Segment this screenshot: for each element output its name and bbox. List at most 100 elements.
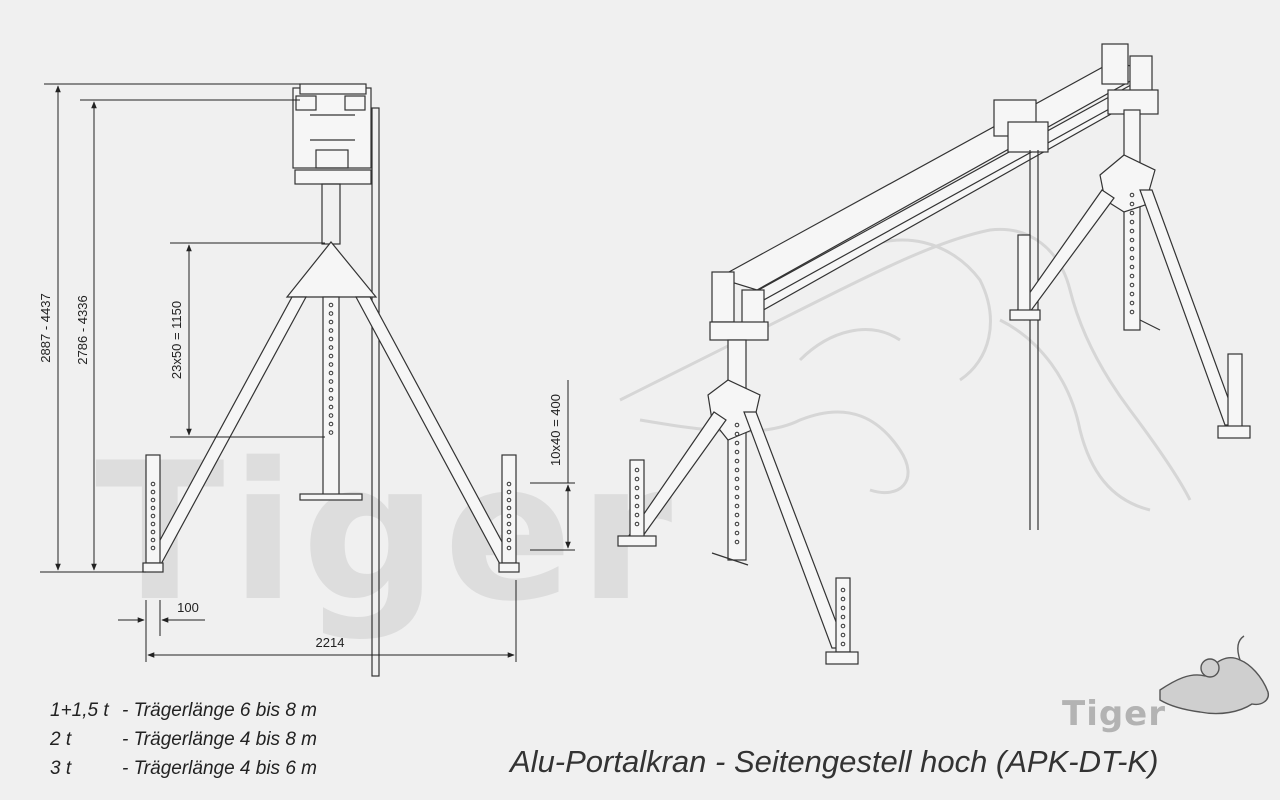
hole — [150, 545, 156, 551]
column — [321, 183, 341, 245]
hole — [1129, 228, 1135, 234]
hole — [328, 404, 334, 410]
gusset-plate — [285, 241, 378, 298]
hole — [506, 497, 512, 503]
legend-row: 3 t - Trägerlänge 4 bis 6 m — [50, 754, 317, 783]
hole — [328, 302, 334, 308]
hole — [1129, 291, 1135, 297]
dimension-lines — [40, 83, 575, 662]
hole — [734, 431, 740, 437]
hole — [328, 396, 334, 401]
hole — [328, 370, 334, 376]
hole — [506, 529, 512, 535]
hole — [840, 632, 846, 638]
hole — [734, 530, 740, 536]
hole — [150, 489, 156, 495]
hole — [734, 476, 740, 482]
hole — [328, 336, 334, 342]
hole — [150, 481, 156, 487]
right-post — [501, 454, 517, 564]
hole — [1129, 255, 1135, 261]
hole — [1129, 246, 1135, 252]
hole — [328, 362, 334, 367]
hole — [734, 512, 740, 518]
legend-load: 2 t — [50, 729, 72, 750]
main-beam — [716, 61, 1152, 291]
hole — [506, 537, 512, 543]
hole — [328, 328, 334, 333]
dim-column-holes: 23x50 = 1150 — [169, 301, 184, 379]
dim-foot-offset: 100 — [177, 600, 199, 615]
left-post — [145, 454, 161, 564]
hole — [150, 529, 156, 535]
watermark-text: Tiger — [95, 422, 678, 643]
legend-row: 1+1,5 t - Trägerlänge 6 bis 8 m — [50, 696, 317, 725]
hole — [734, 458, 740, 464]
hole — [840, 641, 846, 647]
load-legend: 1+1,5 t - Trägerlänge 6 bis 8 m 2 t - Tr… — [50, 696, 317, 783]
hole — [328, 311, 334, 316]
dim-leg-span: 2214 — [316, 635, 345, 650]
hole — [840, 614, 846, 620]
hole — [1129, 264, 1135, 270]
hole — [734, 521, 740, 527]
hole — [150, 521, 156, 527]
hole — [1129, 210, 1135, 216]
hole — [328, 353, 334, 359]
hole — [1129, 282, 1135, 288]
hole — [1129, 192, 1135, 198]
hole — [328, 421, 334, 427]
hole — [150, 537, 156, 543]
hole — [506, 521, 512, 527]
legend-row: 2 t - Trägerlänge 4 bis 8 m — [50, 725, 317, 754]
hole — [634, 485, 640, 491]
hole — [634, 503, 640, 509]
brand-name: Tiger — [1062, 694, 1167, 734]
hole — [328, 379, 334, 384]
legend-text: - Trägerlänge 4 bis 6 m — [122, 758, 318, 779]
hole — [734, 494, 740, 500]
hole — [734, 485, 740, 491]
legend-text: - Trägerlänge 4 bis 8 m — [122, 729, 318, 750]
hole — [634, 476, 640, 482]
tiger-watermark-icon — [619, 227, 1192, 512]
hole — [328, 387, 334, 393]
hole — [1129, 300, 1135, 306]
hole — [506, 545, 512, 551]
hole — [634, 512, 640, 518]
hole — [734, 440, 740, 446]
legend-text: - Trägerlänge 6 bis 8 m — [122, 700, 318, 721]
drawing-caption: Alu-Portalkran - Seitengestell hoch (APK… — [510, 744, 1159, 779]
hole — [150, 513, 156, 519]
hole — [506, 505, 512, 511]
hole — [734, 422, 740, 428]
hole — [634, 521, 640, 527]
hole — [150, 505, 156, 511]
hole — [1129, 201, 1135, 207]
hole — [328, 430, 334, 435]
hole — [506, 489, 512, 495]
hole — [506, 481, 512, 487]
hole — [734, 467, 740, 473]
hole — [840, 596, 846, 602]
hole — [840, 587, 846, 593]
tiger-logo-icon — [1159, 635, 1269, 715]
hole — [734, 503, 740, 509]
hole — [328, 413, 334, 418]
hole — [328, 319, 334, 325]
hole — [840, 605, 846, 611]
legend-load: 3 t — [50, 758, 72, 779]
hole — [734, 539, 740, 545]
hole — [634, 494, 640, 500]
dim-total-height: 2887 - 4437 — [38, 293, 53, 362]
dim-beam-height: 2786 - 4336 — [75, 295, 90, 364]
legend-load: 1+1,5 t — [50, 700, 109, 721]
hole — [328, 345, 334, 350]
hole — [1129, 219, 1135, 225]
hole — [1129, 273, 1135, 279]
hole — [734, 449, 740, 455]
side-view — [142, 83, 520, 677]
hole — [150, 497, 156, 503]
hole — [506, 513, 512, 519]
